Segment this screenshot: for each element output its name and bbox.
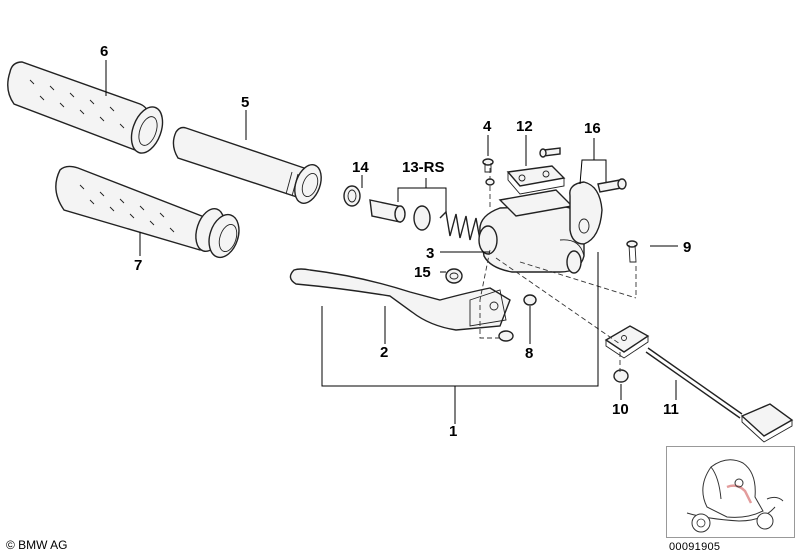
brake-switch-icon: [604, 325, 794, 443]
master-cylinder-icon: [478, 189, 585, 274]
callout-12: 12: [516, 118, 533, 135]
scooter-thumbnail-icon: [686, 459, 784, 533]
callout-4: 4: [483, 118, 492, 135]
callout-9: 9: [683, 239, 691, 256]
grip-lower-icon: [55, 165, 240, 259]
callout-16: 16: [584, 120, 601, 137]
nut-icon: [498, 294, 537, 342]
callout-3: 3: [426, 245, 434, 262]
document-number: 00091905: [669, 541, 721, 553]
callout-6: 6: [100, 43, 108, 60]
throttle-tube-icon: [172, 126, 322, 204]
clamp-icon: [569, 181, 603, 245]
seal-cap-icon: [343, 185, 361, 207]
callout-13-rs: 13-RS: [402, 159, 445, 176]
callout-8: 8: [525, 345, 533, 362]
scooter-thumbnail: [666, 446, 795, 538]
reservoir-cap-icon: [506, 165, 566, 195]
grip-upper-icon: [7, 61, 164, 154]
callout-2: 2: [380, 344, 388, 361]
callout-1: 1: [449, 423, 457, 440]
lever-icon: [289, 268, 511, 331]
bushing-icon: [445, 268, 463, 284]
callout-11: 11: [663, 401, 679, 418]
copyright: © BMW AG: [6, 538, 68, 552]
callout-10: 10: [612, 401, 629, 418]
leader-lines: [105, 60, 678, 400]
screw-icon: [482, 147, 638, 263]
callout-5: 5: [241, 94, 249, 111]
bracket-1: [321, 252, 599, 387]
assembly-lines: [479, 168, 637, 372]
callout-7: 7: [134, 257, 142, 274]
callout-15: 15: [414, 264, 431, 281]
callout-14: 14: [352, 159, 369, 176]
piston-spring-icon: [369, 199, 481, 241]
